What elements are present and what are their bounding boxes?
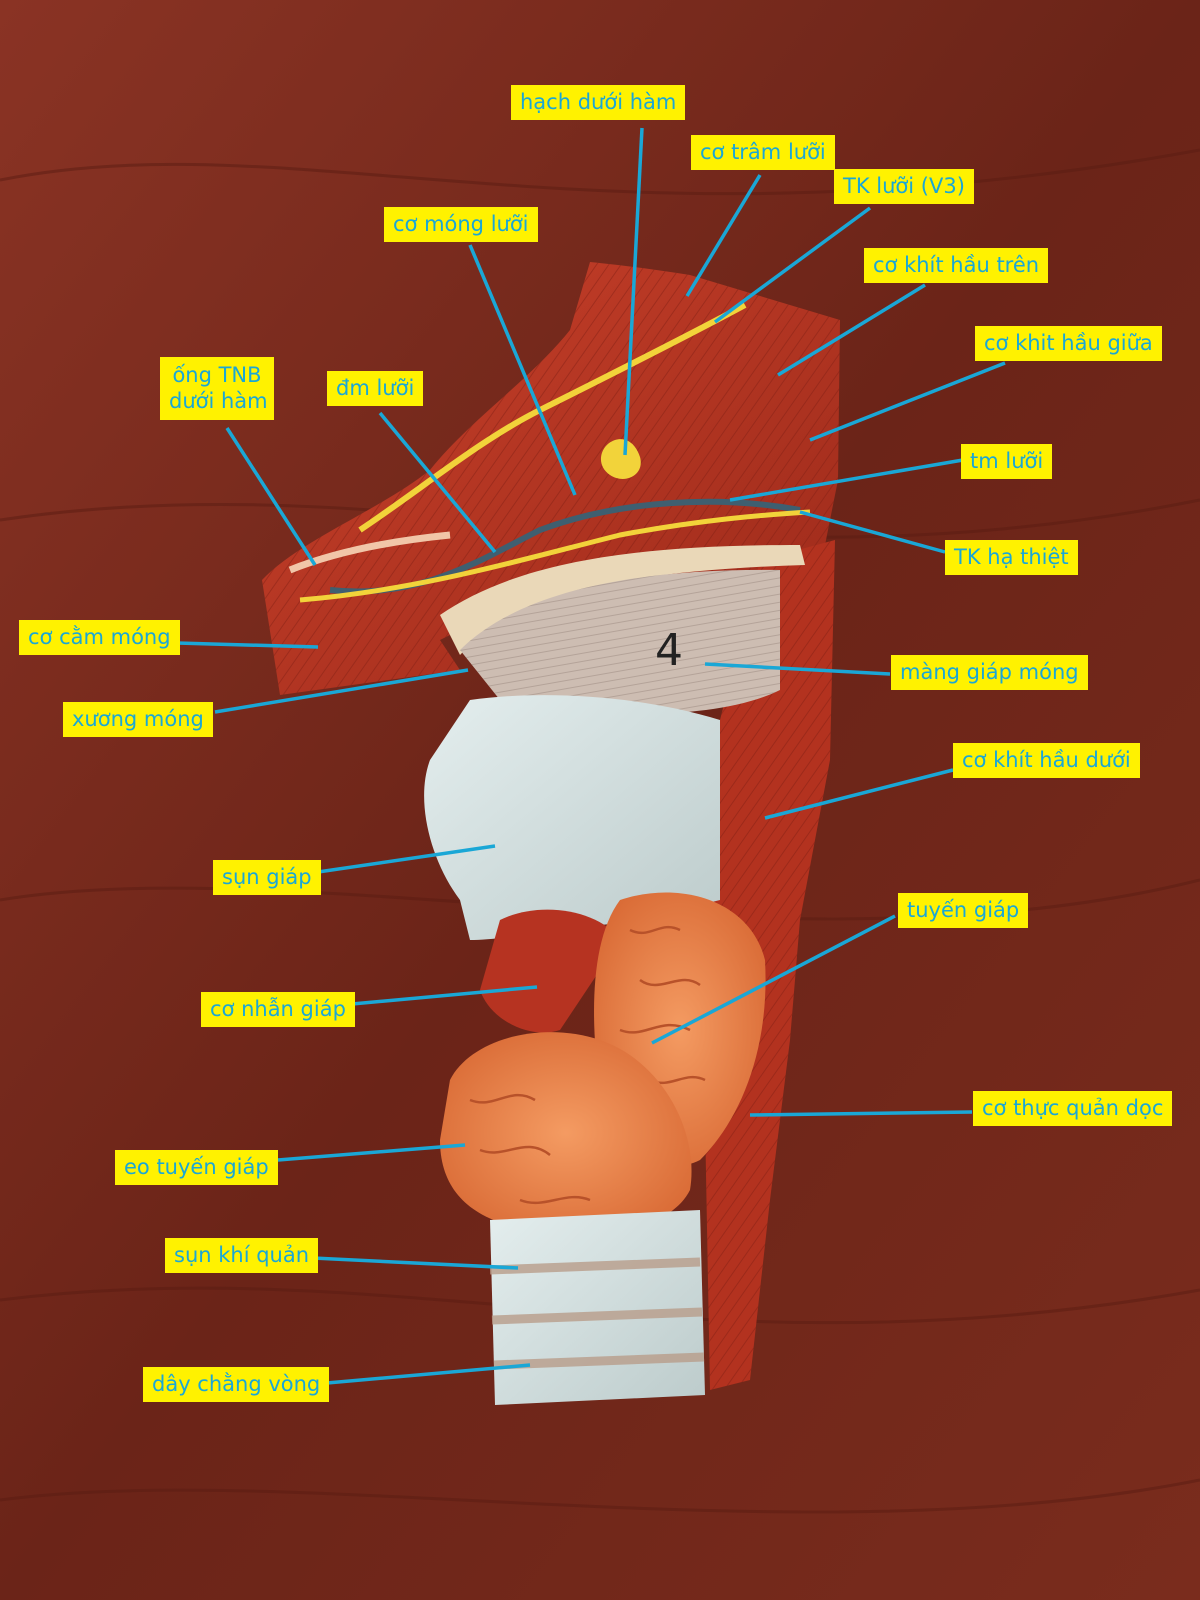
label-tm-luoi: tm lưỡi xyxy=(961,444,1053,480)
label-ong-tnb-duoi-ham: ống TNB dưới hàm xyxy=(160,357,274,420)
thyroid-gyri xyxy=(619,925,706,1085)
label-co-thuc-quan-doc: cơ thực quản dọc xyxy=(973,1091,1173,1127)
label-co-khit-hau-giua: cơ khit hầu giữa xyxy=(975,326,1162,362)
isthmus-gyri xyxy=(469,1093,591,1205)
label-co-cam-mong: cơ cằm móng xyxy=(19,620,180,656)
label-xuong-mong: xương móng xyxy=(63,702,213,738)
thyrohyoid-membrane-texture xyxy=(460,569,780,714)
hyoid-bone xyxy=(440,545,805,655)
label-tk-luoi-v3: TK lưỡi (V3) xyxy=(834,169,974,205)
label-dm-luoi: đm lưỡi xyxy=(327,371,424,407)
label-tk-ha-thiet: TK hạ thiệt xyxy=(945,540,1078,576)
label-sun-giap: sụn giáp xyxy=(213,860,321,896)
label-mang-giap-mong: màng giáp móng xyxy=(891,655,1088,691)
cricothyroid-muscle xyxy=(480,909,620,1033)
label-co-nhan-giap: cơ nhẫn giáp xyxy=(201,992,355,1028)
label-co-tram-luoi: cơ trâm lưỡi xyxy=(691,135,835,171)
submandibular-duct xyxy=(288,531,451,574)
pharyngeal-constrictor-striations xyxy=(700,540,835,1390)
leader-lines xyxy=(176,127,1006,1385)
label-eo-tuyen-giap: eo tuyến giáp xyxy=(115,1150,278,1186)
thyroid-isthmus xyxy=(440,1032,692,1234)
label-hach-duoi-ham: hạch dưới hàm xyxy=(511,85,686,121)
thyroid-cartilage xyxy=(424,695,720,940)
submandibular-ganglion xyxy=(600,439,641,479)
label-day-chang-vong: dây chằng vòng xyxy=(143,1367,330,1403)
label-tuyen-giap: tuyến giáp xyxy=(898,893,1029,929)
label-co-khit-hau-duoi: cơ khít hầu dưới xyxy=(953,743,1140,779)
label-co-khit-hau-tren: cơ khít hầu trên xyxy=(864,248,1049,284)
label-sun-khi-quan: sụn khí quản xyxy=(165,1238,319,1274)
label-ong-tnb-line2: dưới hàm xyxy=(169,389,268,414)
label-co-mong-luoi: cơ móng lưỡi xyxy=(384,207,538,243)
trachea xyxy=(490,1210,705,1405)
hypoglossal-nerve xyxy=(299,509,811,603)
membrane-marking: 4 xyxy=(655,625,683,676)
label-ong-tnb-line1: ống TNB xyxy=(172,363,262,387)
